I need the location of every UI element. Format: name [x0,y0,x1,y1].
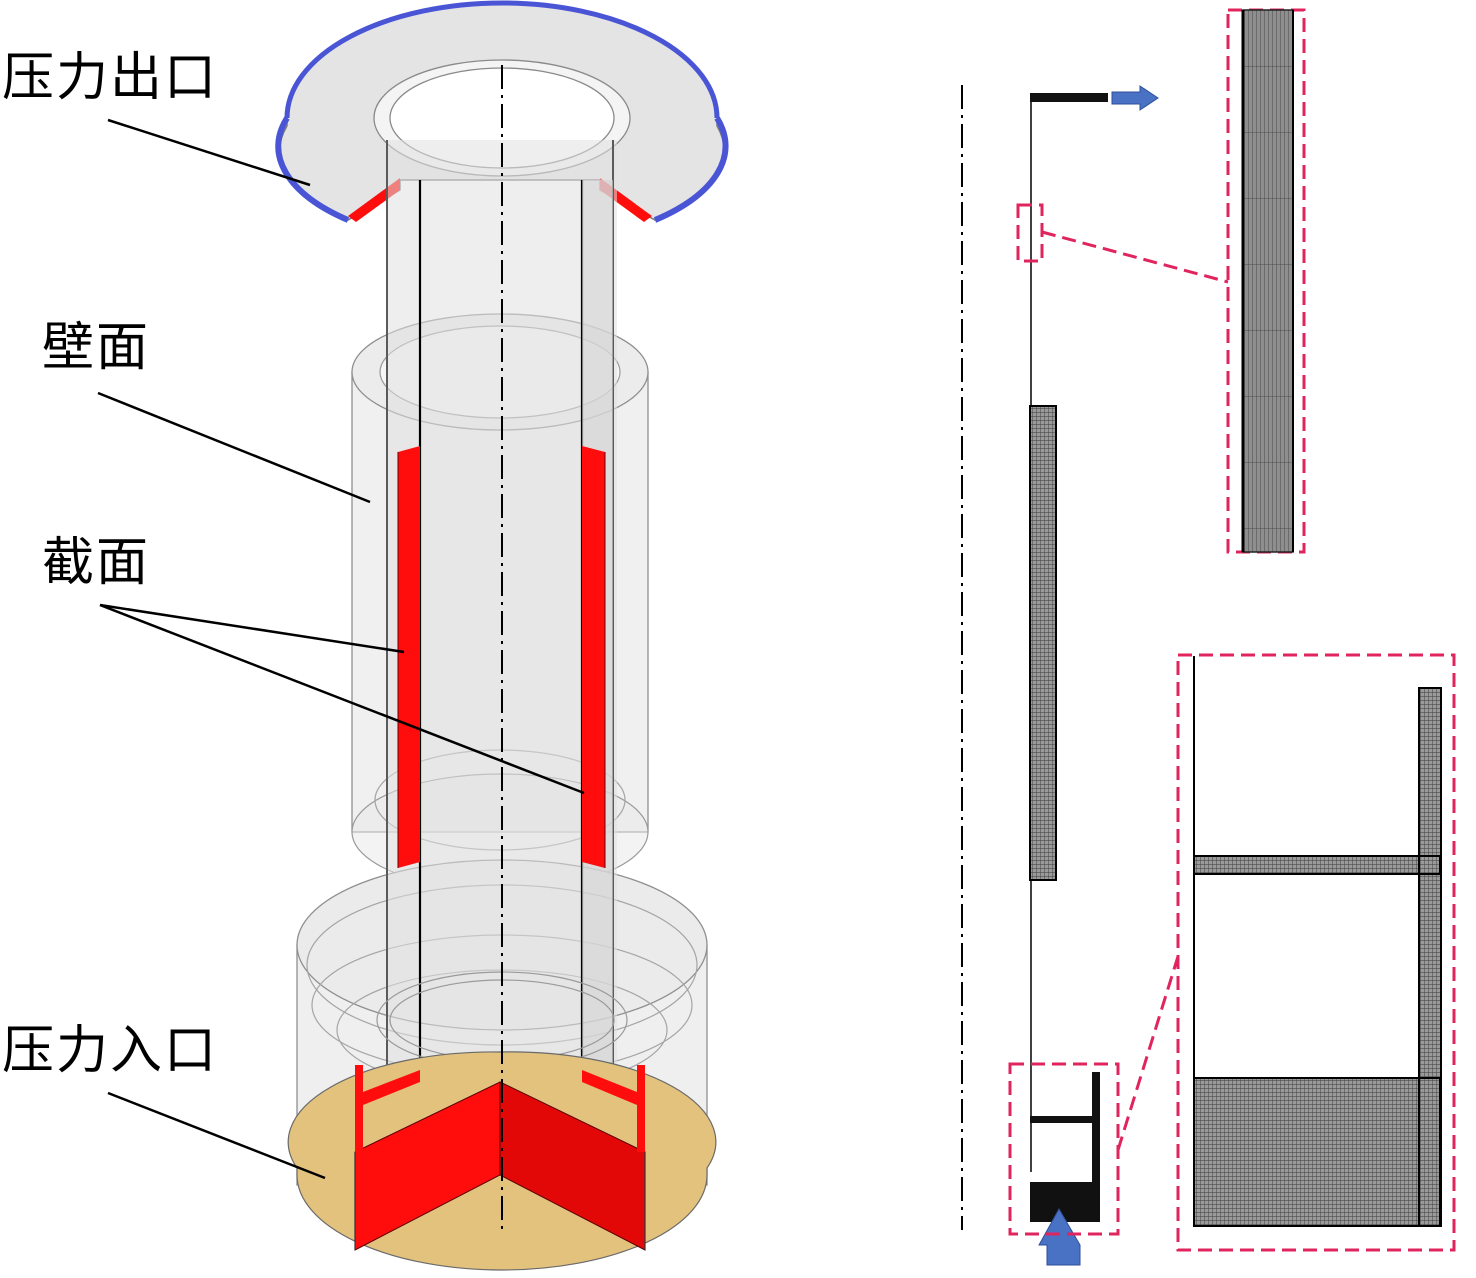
section-faces [397,446,606,868]
zoom-detail-inlet-mesh [1193,656,1442,1227]
pressure-outlet-label: 压力出口 [2,48,219,108]
leader-wall [97,391,371,504]
outlet-face-left [275,116,350,223]
leader-section-b [99,603,585,795]
outlet-flow-arrow [1111,85,1159,111]
wall-label: 壁面 [42,318,151,378]
section-strip-left [398,446,420,868]
zoom-detail-wall-mesh [1241,9,1294,553]
annulus-mesh [1029,405,1057,881]
outlet-channel-mesh [1030,93,1108,102]
zoom-frame-bottom [1176,653,1456,1252]
inner-tube [376,140,628,1080]
mesh-domain [961,85,1159,1266]
zoom-frames [1008,8,1456,1252]
cutaway-model [275,0,729,1271]
outlet-face-right [653,116,729,223]
leader-outlet [107,118,311,187]
section-label: 截面 [42,533,151,593]
zoom-source-top [1016,203,1044,263]
inlet-flow-arrow [1038,1207,1081,1266]
outlet-rim-top [284,0,720,119]
base-wall-section-right [582,1065,645,1152]
zoom-link-top [1041,230,1229,284]
leader-lines [97,118,585,1180]
pressure-inlet-label: 压力入口 [2,1021,219,1081]
section-strip-right [582,446,605,868]
base-wall-section-left [355,1065,420,1152]
zoom-link-bottom [1116,949,1182,1151]
leader-section-a [99,603,405,654]
inlet-region-mesh [1030,1072,1100,1222]
leader-inlet [107,1091,326,1180]
